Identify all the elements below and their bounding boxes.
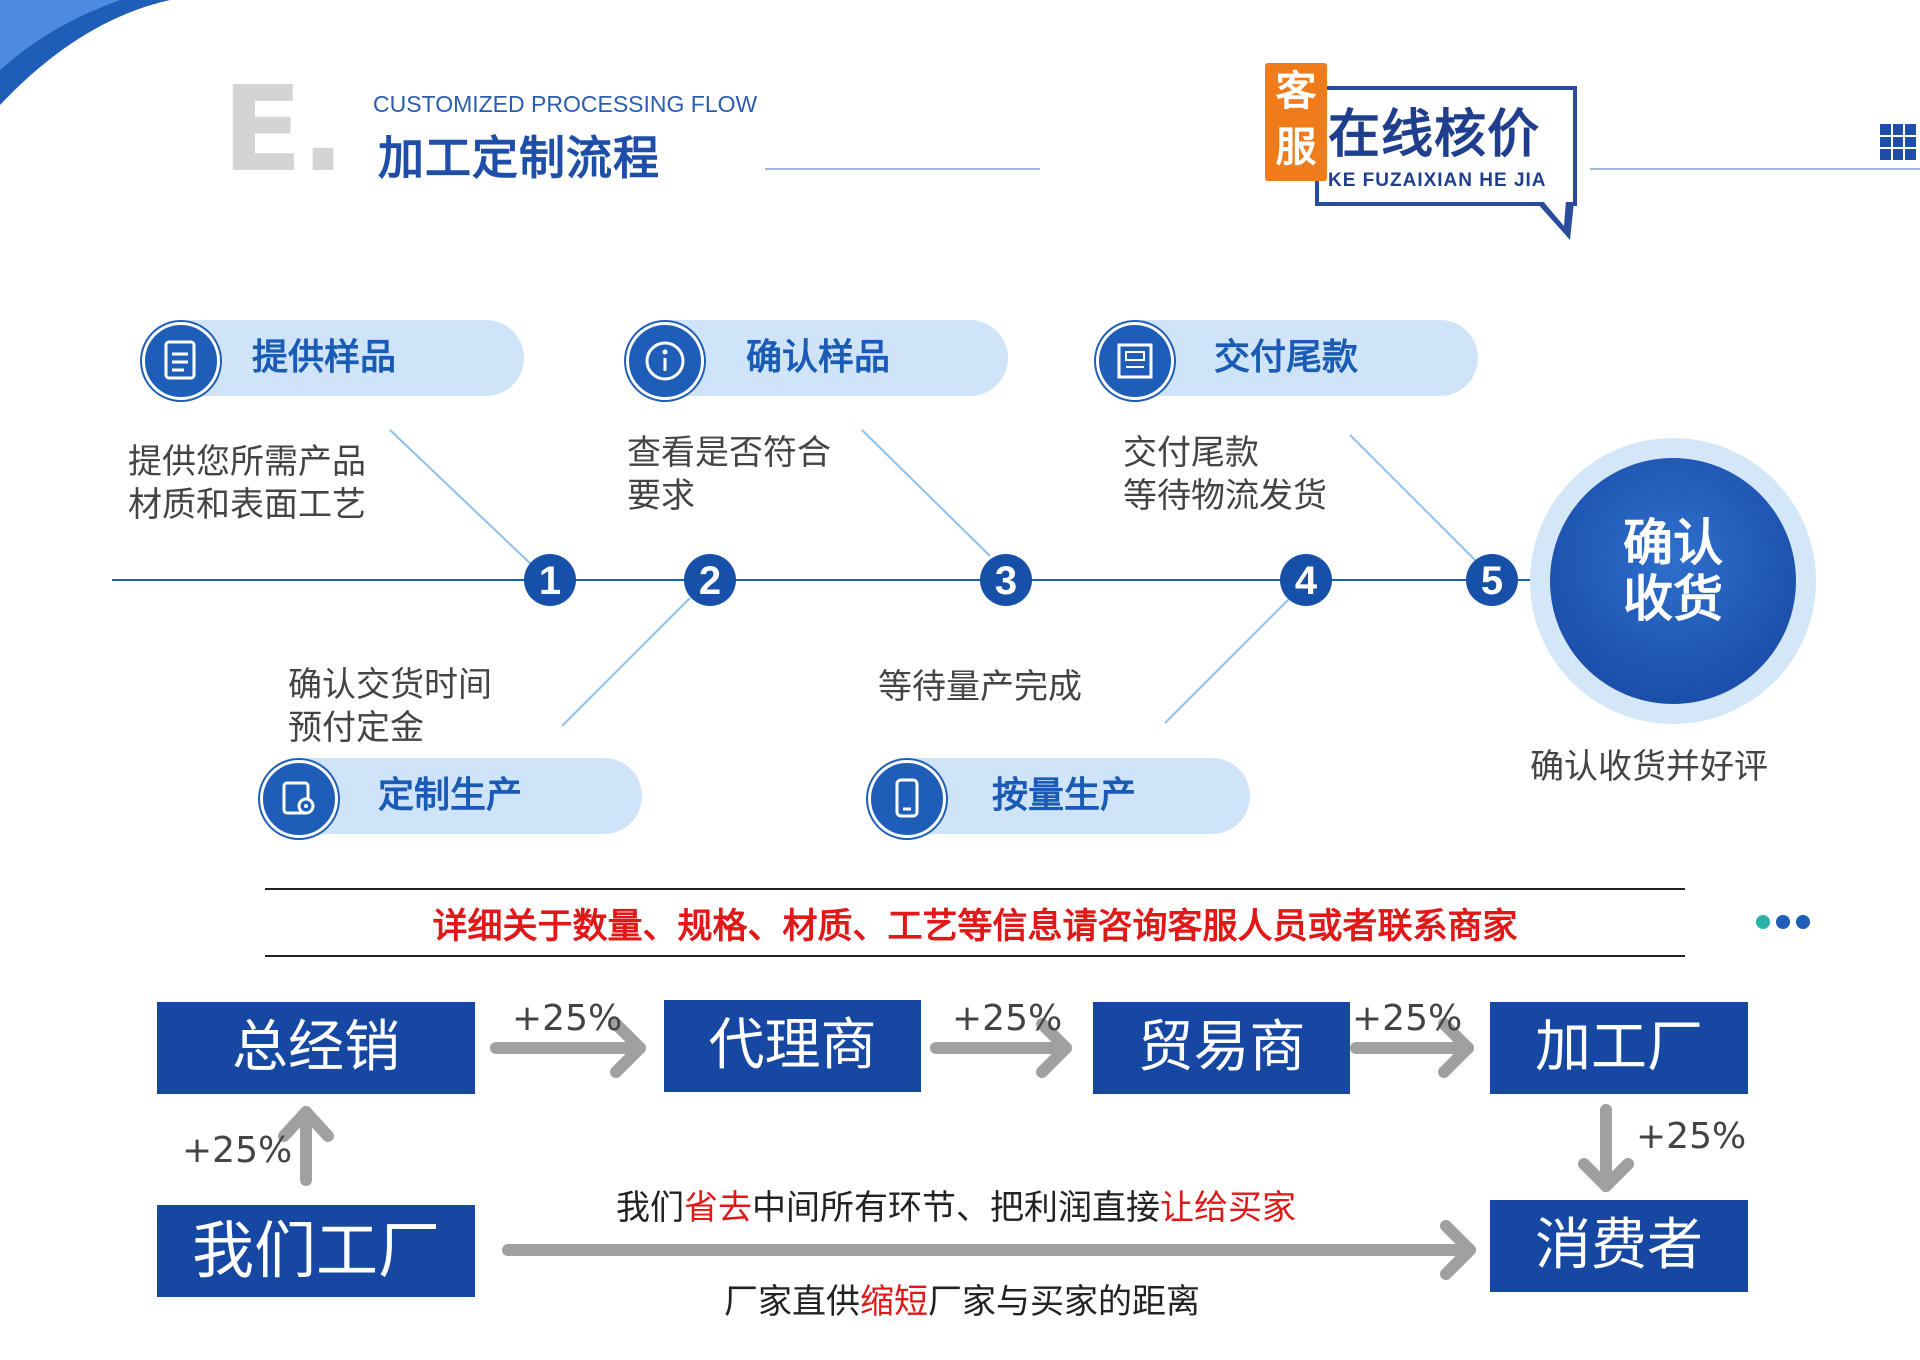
step-label-mass-production: 按量生产 (992, 775, 1137, 816)
step-number: 1 (524, 554, 576, 606)
step-desc-confirm-sample: 查看是否符合要求 (627, 433, 831, 516)
phone-icon (868, 760, 946, 838)
caption-top: 我们省去中间所有环节、把利润直接让给买家 (616, 1188, 1296, 1228)
node-our-factory: 我们工厂 (157, 1205, 475, 1297)
step-number: 4 (1280, 554, 1332, 606)
caption-bottom: 厂家直供缩短厂家与买家的距离 (724, 1282, 1200, 1322)
service-tag: 客 服 (1265, 63, 1327, 181)
step-label-custom-production: 定制生产 (378, 775, 523, 816)
grid-icon (1880, 124, 1916, 160)
step-desc-provide-sample: 提供您所需产品材质和表面工艺 (128, 442, 366, 525)
section-title: 加工定制流程 (378, 131, 660, 185)
step-number: 5 (1466, 554, 1518, 606)
header-divider-left (765, 168, 1040, 170)
badge-subtitle: KE FUZAIXIAN HE JIA (1328, 170, 1547, 191)
badge-title: 在线核价 (1328, 105, 1541, 165)
step-number: 2 (684, 554, 736, 606)
step-label-confirm-sample: 确认样品 (746, 337, 891, 378)
node-agent: 代理商 (664, 1000, 921, 1092)
node-trader: 贸易商 (1093, 1002, 1350, 1094)
section-letter: E. (222, 60, 345, 198)
markup-label: +25% (1352, 998, 1463, 1039)
markup-label: +25% (512, 998, 623, 1039)
invoice-icon (1096, 322, 1174, 400)
corner-decoration (0, 0, 170, 105)
notice-divider-top (265, 888, 1685, 890)
step-label-provide-sample: 提供样品 (252, 337, 397, 378)
price-badge[interactable] (1315, 86, 1577, 206)
markup-label: +25% (952, 998, 1063, 1039)
node-general-distributor: 总经销 (157, 1002, 475, 1094)
markup-label: +25% (182, 1130, 293, 1171)
step-number: 3 (980, 554, 1032, 606)
step-desc-custom-production: 确认交货时间预付定金 (288, 665, 492, 748)
step-label-final-payment: 交付尾款 (1214, 337, 1359, 378)
notice-text: 详细关于数量、规格、材质、工艺等信息请咨询客服人员或者联系商家 (432, 907, 1518, 947)
node-factory: 加工厂 (1490, 1002, 1748, 1094)
step-desc-final-payment: 交付尾款等待物流发货 (1123, 433, 1327, 516)
final-step-label: 确认收货 (1623, 514, 1723, 628)
gear-document-icon (260, 760, 338, 838)
final-step-circle (1550, 458, 1796, 704)
notice-divider-bottom (265, 955, 1685, 957)
step-desc-mass-production: 等待量产完成 (878, 667, 1082, 707)
info-icon (626, 322, 704, 400)
header-divider-right (1590, 168, 1920, 170)
section-subtitle-en: CUSTOMIZED PROCESSING FLOW (373, 91, 758, 117)
final-step-caption: 确认收货并好评 (1530, 747, 1768, 787)
badge-tail (1536, 200, 1574, 240)
document-icon (142, 322, 220, 400)
more-dots-icon[interactable] (1756, 914, 1816, 933)
node-consumer: 消费者 (1490, 1200, 1748, 1292)
markup-label: +25% (1636, 1116, 1747, 1157)
